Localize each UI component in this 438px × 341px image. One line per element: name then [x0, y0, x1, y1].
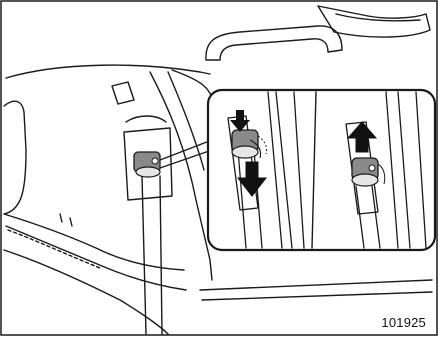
shoulder-anchor — [134, 152, 160, 177]
figure-number: 101925 — [381, 315, 426, 330]
